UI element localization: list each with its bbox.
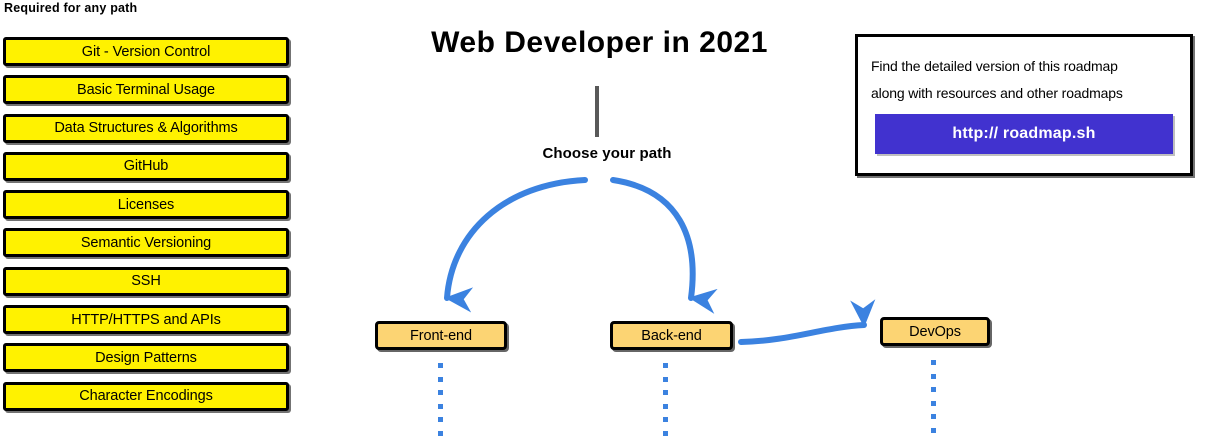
path-node-label: DevOps (909, 323, 961, 340)
required-skill-label: HTTP/HTTPS and APIs (71, 311, 221, 328)
title-stem-line (595, 86, 599, 137)
roadmap-callout-box: Find the detailed version of this roadma… (855, 34, 1193, 176)
required-skill-label: SSH (131, 273, 161, 290)
required-skill-item[interactable]: Data Structures & Algorithms (3, 113, 289, 143)
arrow-to-frontend (444, 177, 588, 313)
choose-your-path-label: Choose your path (542, 145, 672, 162)
dotted-trail-frontend (438, 363, 443, 436)
required-section-heading: Required for any path (4, 1, 138, 15)
arrow-to-backend (610, 177, 718, 314)
required-skill-label: Basic Terminal Usage (77, 81, 215, 98)
path-node-label: Back-end (641, 327, 702, 344)
required-skill-label: Character Encodings (79, 388, 213, 405)
roadmap-link-label: http:// roadmap.sh (952, 125, 1096, 142)
required-skill-item[interactable]: Git - Version Control (3, 37, 289, 66)
roadmap-link-button[interactable]: http:// roadmap.sh (875, 114, 1173, 154)
path-node-backend[interactable]: Back-end (610, 321, 733, 350)
required-skill-item[interactable]: Design Patterns (3, 343, 289, 373)
required-skill-list: Git - Version Control Basic Terminal Usa… (3, 37, 289, 420)
required-skill-item[interactable]: SSH (3, 266, 289, 296)
page-title-text: Web Developer in 2021 (431, 26, 768, 59)
path-node-label: Front-end (410, 327, 472, 344)
dotted-trail-devops (931, 360, 936, 436)
dotted-trail-backend (663, 363, 668, 436)
arrow-backend-to-devops (738, 299, 876, 345)
required-skill-item[interactable]: Character Encodings (3, 381, 289, 411)
required-skill-item[interactable]: Semantic Versioning (3, 228, 289, 258)
required-skill-label: Licenses (117, 196, 175, 213)
required-skill-label: GitHub (123, 158, 169, 175)
path-node-devops[interactable]: DevOps (880, 317, 990, 346)
required-skill-label: Design Patterns (95, 349, 197, 366)
required-skill-label: Git - Version Control (81, 43, 211, 60)
callout-text-line-2: along with resources and other roadmaps (871, 85, 1123, 101)
required-skill-item[interactable]: Basic Terminal Usage (3, 75, 289, 105)
required-skill-label: Data Structures & Algorithms (54, 120, 238, 137)
required-skill-label: Semantic Versioning (80, 234, 212, 251)
required-skill-item[interactable]: HTTP/HTTPS and APIs (3, 305, 289, 335)
path-node-frontend[interactable]: Front-end (375, 321, 507, 350)
required-skill-item[interactable]: Licenses (3, 190, 289, 220)
required-skill-item[interactable]: GitHub (3, 151, 289, 181)
callout-text-line-1: Find the detailed version of this roadma… (871, 58, 1118, 74)
